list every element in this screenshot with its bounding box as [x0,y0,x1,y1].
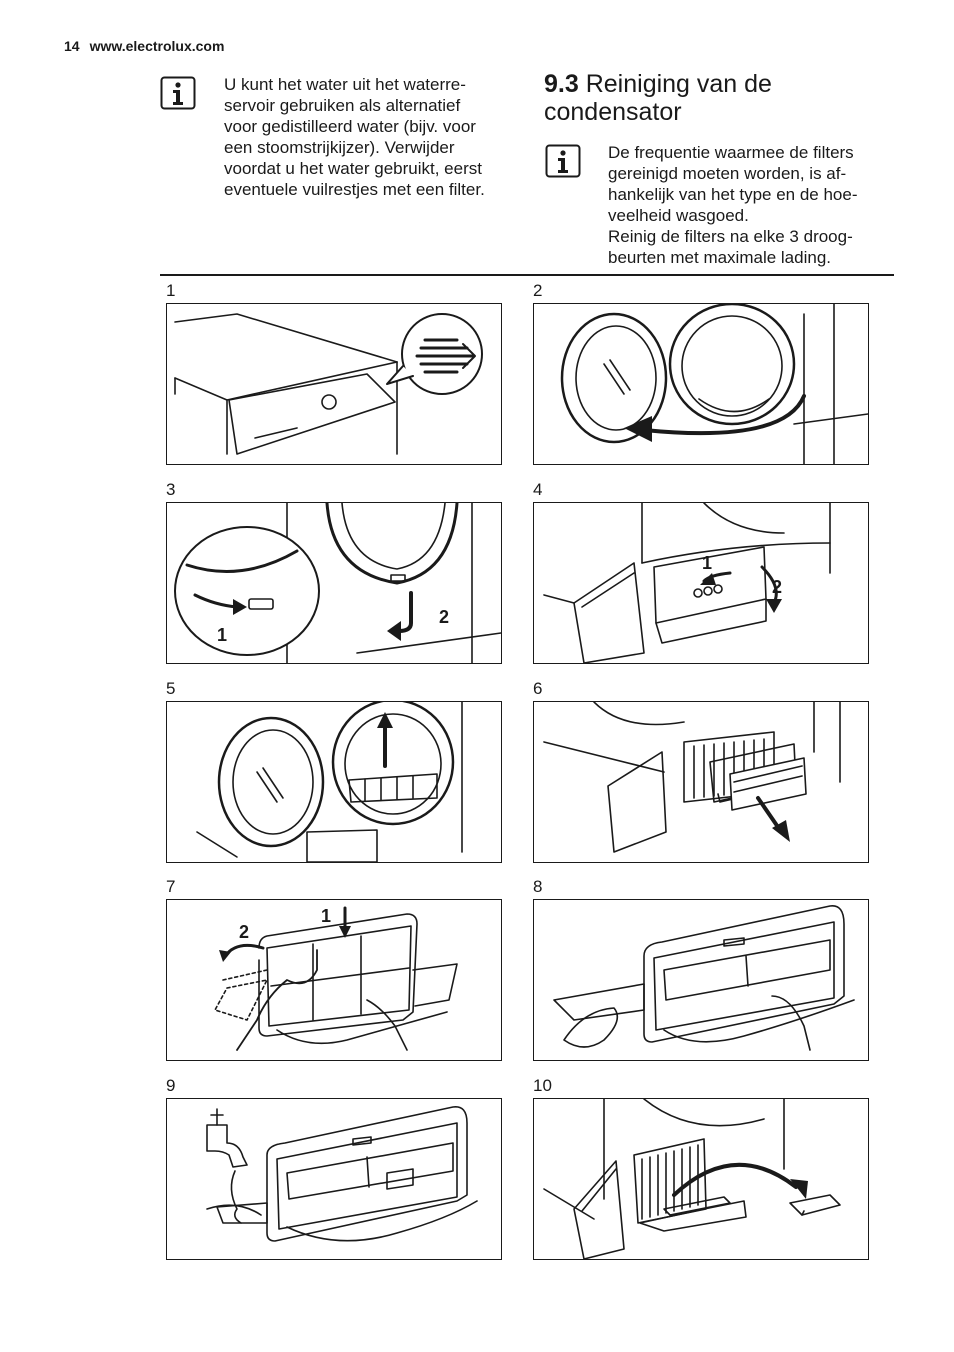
step-label: 6 [533,679,543,698]
callout-number: 2 [439,607,449,627]
section-title-line2: condensator [544,98,682,126]
section-divider [160,274,894,276]
step-label: 1 [166,281,176,300]
step-label: 10 [533,1076,552,1095]
step-label: 7 [166,877,176,896]
step-label: 5 [166,679,176,698]
site-url: www.electrolux.com [89,38,225,54]
note-line: voor gedistilleerd water (bijv. voor [224,117,476,136]
callout-number: 1 [702,553,712,573]
note-line: Reinig de filters na elke 3 droog- [608,227,853,246]
step-6-illustration [533,701,869,863]
note-left-text: U kunt het water uit het waterre- servoi… [224,74,485,200]
note-line: servoir gebruiken als alternatief [224,96,461,115]
note-right-text: De frequentie waarmee de filters gereini… [608,142,858,268]
step-label: 8 [533,877,543,896]
note-line: De frequentie waarmee de filters [608,143,854,162]
step-7-illustration: 1 2 [166,899,502,1061]
section-title-line1: Reiniging van de [585,70,772,98]
step-label: 9 [166,1076,176,1095]
info-icon [545,144,581,178]
step-10-illustration [533,1098,869,1260]
note-line: hankelijk van het type en de hoe- [608,185,858,204]
callout-number: 1 [217,625,227,645]
step-label: 4 [533,480,543,499]
page-number: 14 [64,38,80,54]
callout-number: 2 [772,577,782,597]
note-line: gereinigd moeten worden, is af- [608,164,847,183]
section-number: 9.3 [544,70,579,98]
step-4-illustration: 1 2 [533,502,869,664]
note-line: veelheid wasgoed. [608,206,749,225]
step-5-illustration [166,701,502,863]
page-header: 14 www.electrolux.com [64,38,224,54]
step-8-illustration [533,899,869,1061]
note-line: een stoomstrijkijzer). Verwijder [224,138,455,157]
step-1-illustration [166,303,502,465]
step-3-illustration: 1 2 [166,502,502,664]
step-label: 2 [533,281,543,300]
section-title: 9.3 Reiniging van de condensator [544,70,772,126]
callout-number: 1 [321,906,331,926]
info-icon [160,76,196,110]
step-9-illustration [166,1098,502,1260]
note-line: beurten met maximale lading. [608,248,832,267]
note-line: eventuele vuilrestjes met een filter. [224,180,485,199]
step-label: 3 [166,480,176,499]
note-line: U kunt het water uit het waterre- [224,75,466,94]
note-line: voordat u het water gebruikt, eerst [224,159,482,178]
step-2-illustration [533,303,869,465]
callout-number: 2 [239,922,249,942]
